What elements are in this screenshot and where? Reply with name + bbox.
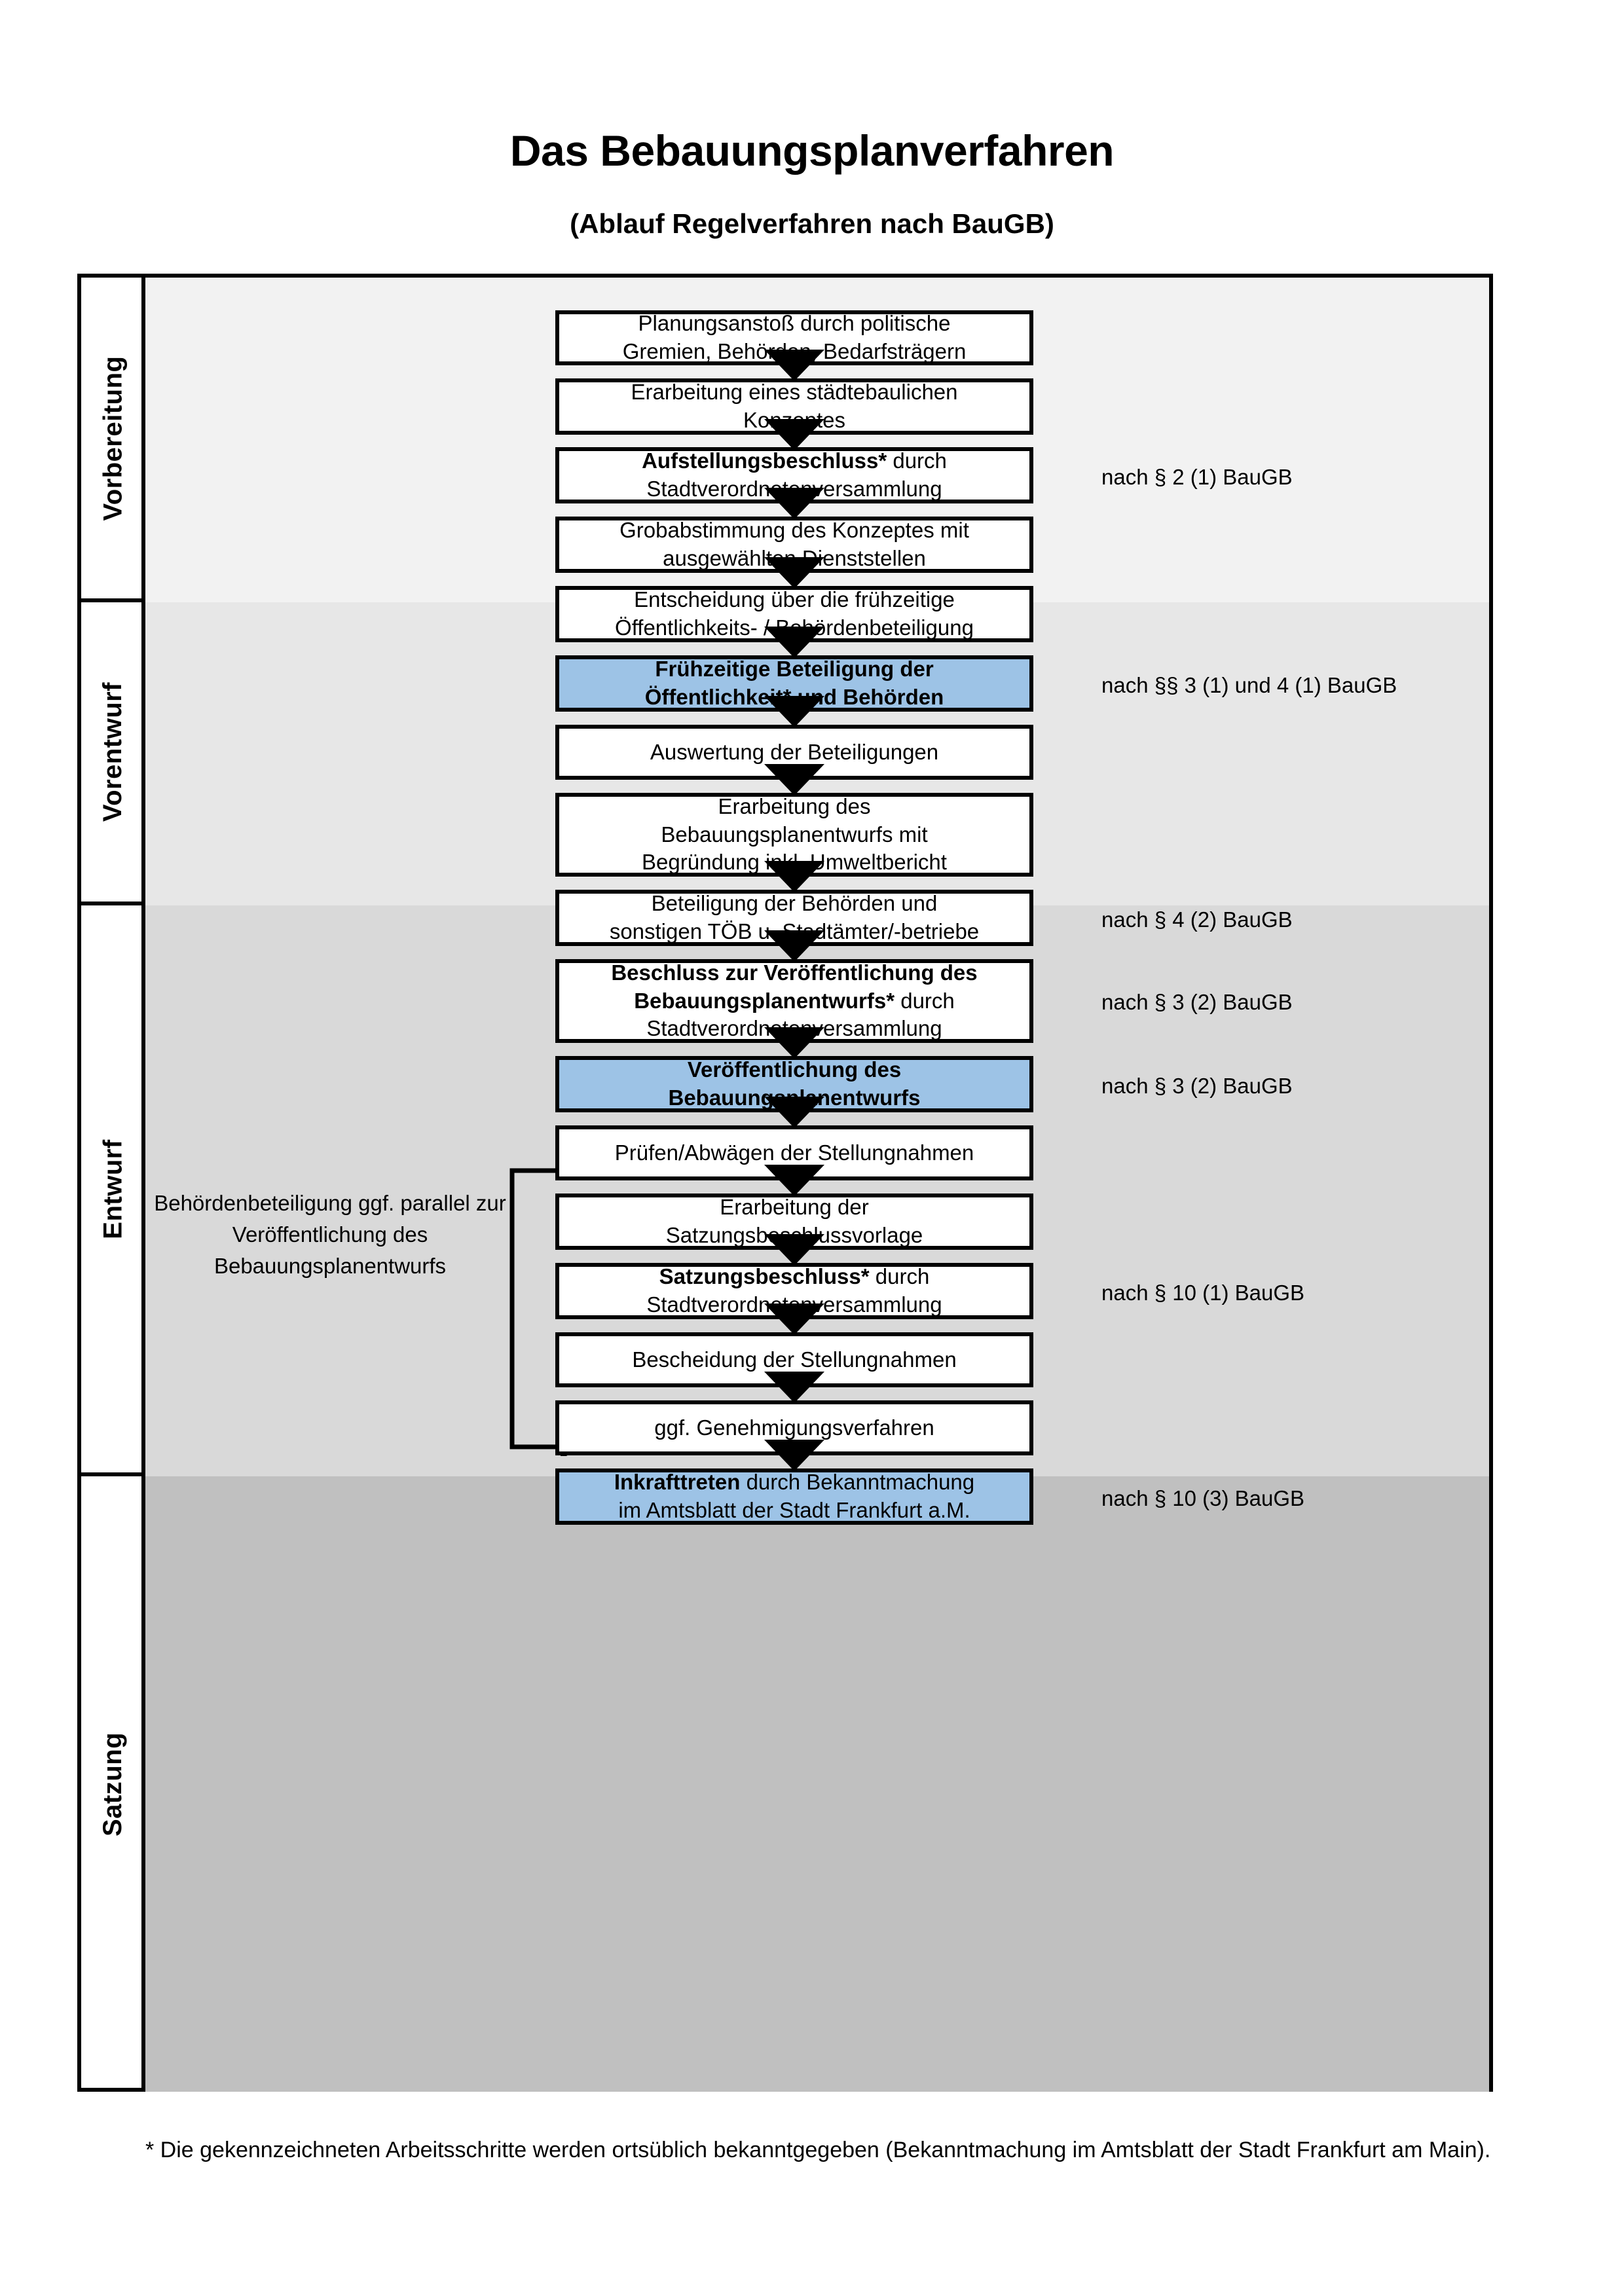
arrow-s14-s15	[764, 1303, 824, 1335]
band-satzung	[145, 1476, 1489, 2092]
legal-reference-l1: nach § 2 (1) BauGB	[1101, 465, 1293, 489]
phase-label-entwurf: Entwurf	[98, 1139, 128, 1239]
arrow-s13-s14	[764, 1234, 824, 1266]
phase-label-vorentwurf: Vorentwurf	[98, 682, 128, 822]
arrow-s9-s10	[764, 930, 824, 962]
arrow-s8-s9	[764, 861, 824, 892]
arrow-s4-s5	[764, 557, 824, 589]
arrow-s16-s17	[764, 1440, 824, 1471]
arrow-s12-s13	[764, 1165, 824, 1196]
legal-reference-l6: nach § 10 (1) BauGB	[1101, 1281, 1305, 1305]
arrow-s7-s8	[764, 764, 824, 795]
legal-reference-l5: nach § 3 (2) BauGB	[1101, 1074, 1293, 1098]
arrow-s6-s7	[764, 696, 824, 727]
phase-column: Vorbereitung Vorentwurf Entwurf Satzung	[81, 278, 145, 2088]
step-text-s12: Prüfen/Abwägen der Stellungnahmen	[614, 1140, 974, 1165]
arrow-s15-s16	[764, 1372, 824, 1403]
legal-reference-l3: nach § 4 (2) BauGB	[1101, 907, 1293, 932]
footnote: * Die gekennzeichneten Arbeitsschritte w…	[145, 2138, 1491, 2162]
flowchart-frame: Vorbereitung Vorentwurf Entwurf Satzung …	[77, 274, 1493, 2092]
phase-cell-vorbereitung: Vorbereitung	[81, 278, 145, 602]
arrow-s3-s4	[764, 488, 824, 519]
page-title: Das Bebauungsplanverfahren	[509, 126, 1115, 175]
phase-cell-entwurf: Entwurf	[81, 905, 145, 1476]
step-text-s7: Auswertung der Beteiligungen	[650, 739, 939, 764]
phase-cell-vorentwurf: Vorentwurf	[81, 602, 145, 905]
legal-reference-l4: nach § 3 (2) BauGB	[1101, 990, 1293, 1014]
phase-cell-satzung: Satzung	[81, 1476, 145, 2092]
arrow-s5-s6	[764, 627, 824, 658]
arrow-s11-s12	[764, 1097, 824, 1128]
arrow-s1-s2	[764, 350, 824, 381]
side-note-behoerdenbeteiligung: Behördenbeteiligung ggf. parallel zur Ve…	[154, 1191, 506, 1278]
arrow-s10-s11	[764, 1027, 824, 1059]
step-text-s16: ggf. Genehmigungsverfahren	[654, 1415, 934, 1440]
step-text-s15: Bescheidung der Stellungnahmen	[632, 1347, 957, 1372]
arrow-s2-s3	[764, 419, 824, 450]
legal-reference-l7: nach § 10 (3) BauGB	[1101, 1486, 1305, 1510]
phase-label-vorbereitung: Vorbereitung	[98, 355, 128, 520]
page-subtitle: (Ablauf Regelverfahren nach BauGB)	[570, 208, 1054, 239]
legal-reference-l2: nach §§ 3 (1) und 4 (1) BauGB	[1101, 673, 1397, 697]
phase-label-satzung: Satzung	[98, 1732, 128, 1836]
